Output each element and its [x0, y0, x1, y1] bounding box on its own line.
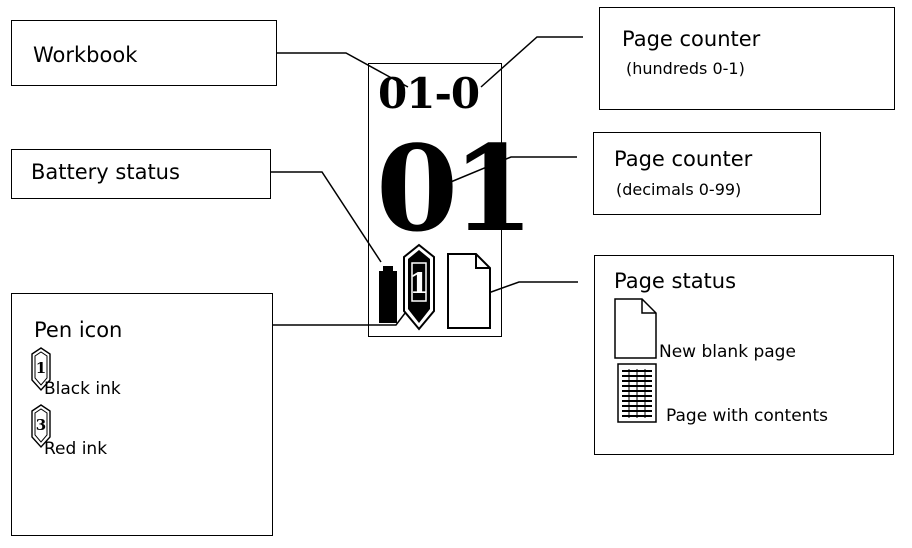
page-status-label: Page status [614, 269, 737, 293]
new-blank-page-label: New blank page [659, 342, 796, 362]
page-hundreds-sub: (hundreds 0-1) [626, 59, 745, 78]
battery-label: Battery status [31, 160, 180, 184]
page-with-contents-label: Page with contents [666, 406, 828, 426]
page-status-connector [479, 281, 578, 297]
page-decimals-callout [593, 132, 821, 215]
red-ink-label: Red ink [44, 439, 108, 459]
battery-callout [11, 149, 271, 199]
device-display [368, 63, 502, 337]
workbook-counter: 01-0 [378, 69, 480, 118]
page-hundreds-title: Page counter [622, 27, 761, 51]
black-ink-label: Black ink [44, 379, 121, 399]
black-pen-number: 1 [36, 359, 46, 377]
page-counter: 01 [376, 119, 534, 258]
display-pen-number: 1 [409, 267, 428, 300]
display-pen-icon: 1 [403, 243, 435, 331]
display-page-icon [447, 253, 491, 329]
red-pen-icon: 3 [31, 404, 51, 449]
page-hundreds-callout [599, 7, 895, 110]
page-hundreds-connector [480, 36, 583, 88]
black-pen-icon: 1 [31, 347, 51, 392]
workbook-connector [277, 52, 409, 88]
battery-icon [379, 266, 397, 323]
blank-page-icon [614, 298, 657, 359]
page-decimals-connector [440, 156, 577, 187]
pen-icon-callout [11, 293, 273, 536]
pen-icon-label: Pen icon [34, 318, 123, 342]
workbook-callout [11, 20, 277, 86]
page-decimals-title: Page counter [614, 147, 753, 171]
content-page-icon [617, 363, 657, 423]
workbook-label: Workbook [33, 43, 138, 67]
battery-connector [271, 171, 382, 263]
red-pen-number: 3 [36, 416, 46, 434]
page-decimals-sub: (decimals 0-99) [616, 180, 742, 199]
